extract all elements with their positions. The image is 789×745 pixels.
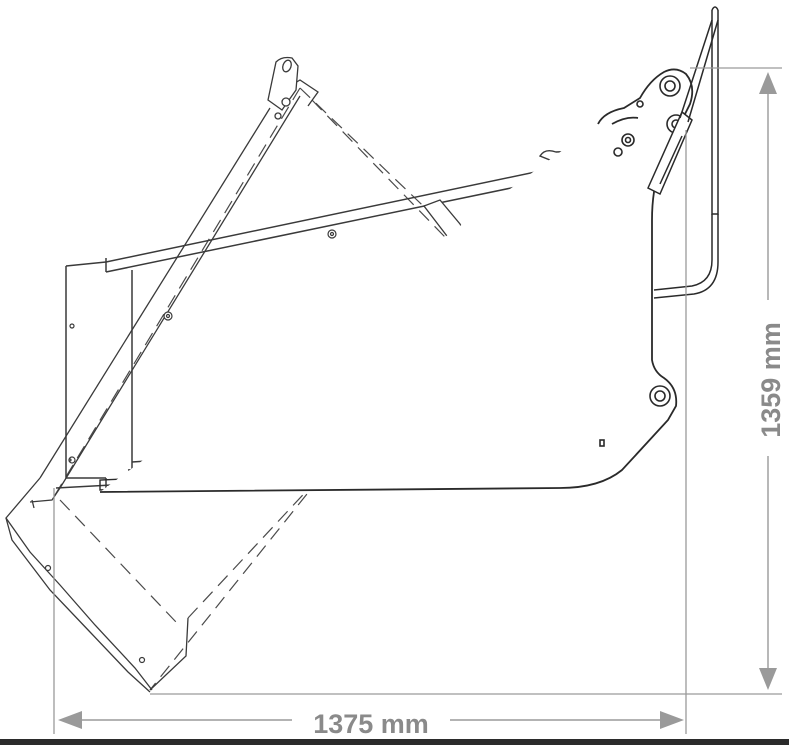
upper-link-arm: [647, 110, 693, 196]
mounting-frame: [99, 68, 694, 493]
frame-pivot-holes: [599, 75, 686, 447]
tilted-bucket-bracket: [267, 56, 299, 120]
width-dimension-label: 1375 mm: [313, 709, 429, 739]
width-arrow-right: [660, 711, 684, 729]
height-dimension: 1359 mm: [756, 72, 786, 690]
dimension-lines: [53, 67, 782, 734]
width-dimension: 1375 mm: [58, 709, 684, 739]
bottom-border: [0, 739, 789, 745]
tilted-bucket-bolts: [44, 564, 146, 664]
height-arrow-bottom: [759, 668, 777, 690]
height-dimension-label: 1359 mm: [756, 322, 786, 438]
tilted-bucket-side: [5, 79, 319, 693]
height-arrow-top: [759, 72, 777, 94]
width-arrow-left: [58, 711, 82, 729]
handle-rod: [653, 6, 719, 299]
bucket-bolts: [68, 229, 337, 464]
